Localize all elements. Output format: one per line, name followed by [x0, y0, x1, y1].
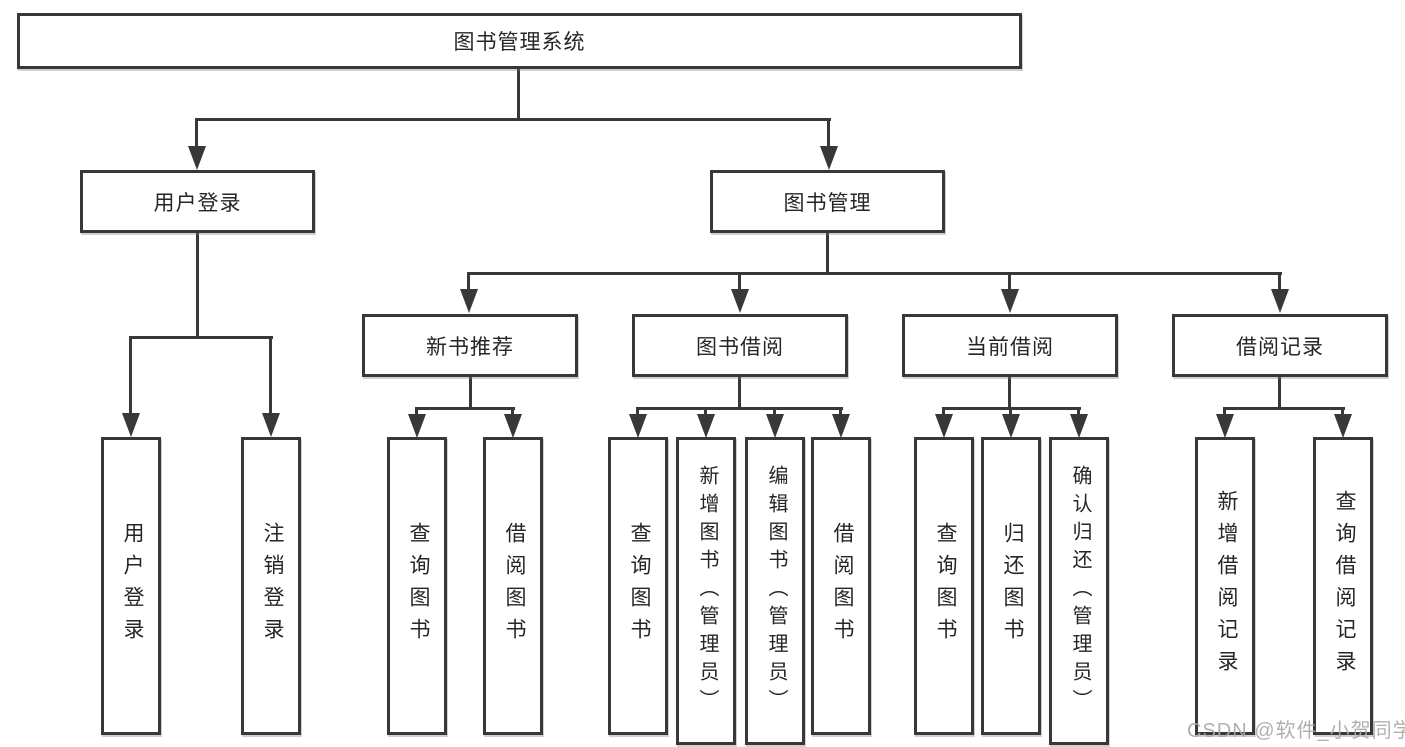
connector-to-user-login: [195, 118, 198, 150]
arrow-down-icon: [504, 414, 522, 438]
connector-root-bar: [195, 118, 831, 121]
arrow-down-icon: [408, 414, 426, 438]
node-library-system: 图书管理系统: [17, 13, 1022, 69]
arrow-down-icon: [122, 413, 140, 437]
leaf-newrec-borrow-books: 借阅图书: [483, 437, 543, 735]
arrow-down-icon: [731, 289, 749, 313]
connector-to-borrowing-records: [1278, 272, 1281, 291]
connector-borrowing-stub: [738, 377, 741, 407]
node-borrowing-records-label: 借阅记录: [1236, 335, 1324, 359]
connector-leaf: [942, 407, 945, 416]
connector-to-new-book-recommend: [467, 272, 470, 291]
arrow-down-icon: [832, 414, 850, 438]
connector-root-trunk: [517, 69, 520, 118]
node-new-book-recommend-label: 新书推荐: [426, 335, 514, 359]
connector-book-mgmt-bar: [467, 272, 1282, 275]
connector-leaf: [415, 407, 418, 416]
arrow-down-icon: [188, 146, 206, 170]
connector-to-book-management: [827, 118, 830, 150]
connector-newrec-bar: [415, 407, 515, 410]
arrow-down-icon: [820, 146, 838, 170]
leaf-borrowing-edit-books-admin: 编辑图书（管理员）: [745, 437, 805, 745]
node-user-login: 用户登录: [80, 170, 315, 233]
arrow-down-icon: [1334, 414, 1352, 438]
connector-leaf: [704, 407, 707, 416]
node-book-management: 图书管理: [710, 170, 945, 233]
connector-leaf: [1009, 407, 1012, 416]
arrow-down-icon: [935, 414, 953, 438]
connector-to-book-borrowing: [738, 272, 741, 291]
connector-newrec-stub: [469, 377, 472, 407]
connector-user-login-bar: [129, 336, 273, 339]
connector-to-current-borrowing: [1008, 272, 1011, 291]
node-library-system-label: 图书管理系统: [453, 31, 586, 54]
node-borrowing-records: 借阅记录: [1172, 314, 1388, 377]
leaf-records-query-borrow-record: 查询借阅记录: [1313, 437, 1373, 735]
node-book-borrowing-label: 图书借阅: [696, 335, 784, 359]
arrow-down-icon: [1001, 289, 1019, 313]
connector-user-login-stub: [196, 233, 199, 336]
node-current-borrowing: 当前借阅: [902, 314, 1118, 377]
arrow-down-icon: [629, 414, 647, 438]
arrow-down-icon: [766, 414, 784, 438]
connector-borrowing-bar: [636, 407, 843, 410]
leaf-current-query-books: 查询图书: [914, 437, 974, 735]
leaf-user-login: 用户登录: [101, 437, 161, 735]
connector-leaf: [773, 407, 776, 416]
arrow-down-icon: [1271, 289, 1289, 313]
connector-records-bar: [1223, 407, 1345, 410]
connector-leaf: [511, 407, 514, 416]
arrow-down-icon: [460, 289, 478, 313]
connector-leaf: [1341, 407, 1344, 416]
node-book-management-label: 图书管理: [783, 191, 872, 215]
leaf-newrec-query-books: 查询图书: [387, 437, 447, 735]
node-book-borrowing: 图书借阅: [632, 314, 848, 377]
leaf-borrowing-add-books-admin: 新增图书（管理员）: [676, 437, 736, 745]
node-current-borrowing-label: 当前借阅: [966, 335, 1054, 359]
arrow-down-icon: [1070, 414, 1088, 438]
csdn-watermark: CSDN @软件_小贺同学: [1187, 720, 1405, 742]
connector-leaf: [1223, 407, 1226, 416]
leaf-logout: 注销登录: [241, 437, 301, 735]
node-user-login-label: 用户登录: [153, 191, 242, 215]
leaf-records-add-borrow-record: 新增借阅记录: [1195, 437, 1255, 735]
connector-leaf: [636, 407, 639, 416]
connector-to-leaf-user-login: [129, 336, 132, 416]
leaf-current-return-books: 归还图书: [981, 437, 1041, 735]
arrow-down-icon: [697, 414, 715, 438]
connector-leaf: [1077, 407, 1080, 416]
leaf-borrowing-borrow-books: 借阅图书: [811, 437, 871, 735]
leaf-current-confirm-return-admin: 确认归还（管理员）: [1049, 437, 1109, 745]
arrow-down-icon: [262, 413, 280, 437]
node-new-book-recommend: 新书推荐: [362, 314, 578, 377]
leaf-borrowing-query-books: 查询图书: [608, 437, 668, 735]
connector-leaf: [839, 407, 842, 416]
arrow-down-icon: [1216, 414, 1234, 438]
arrow-down-icon: [1002, 414, 1020, 438]
connector-book-mgmt-stub: [826, 233, 829, 272]
connector-to-leaf-logout: [269, 336, 272, 416]
connector-current-stub: [1008, 377, 1011, 407]
connector-records-stub: [1278, 377, 1281, 407]
